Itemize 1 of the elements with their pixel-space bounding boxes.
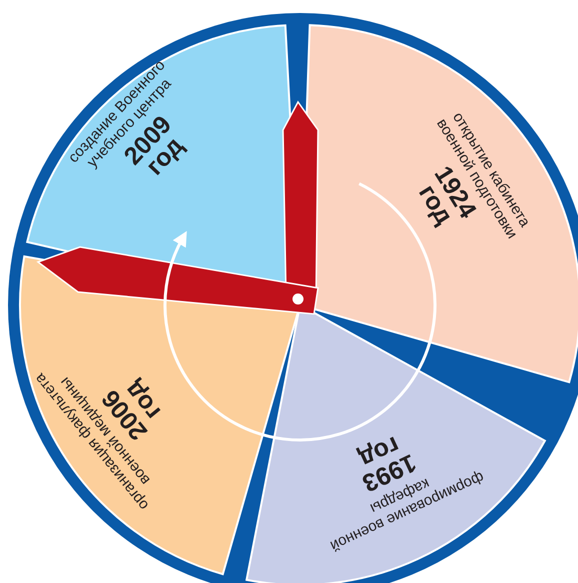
arrow <box>164 182 436 442</box>
